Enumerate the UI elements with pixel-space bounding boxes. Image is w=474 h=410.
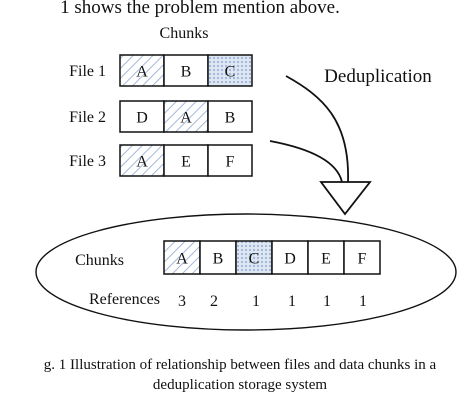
- chunks-heading: Chunks: [160, 25, 209, 42]
- caption-line-2: deduplication storage system: [153, 377, 327, 393]
- store-chunk-label: F: [358, 251, 367, 268]
- store-chunk-label: D: [284, 251, 296, 268]
- store-cell: [235, 240, 273, 275]
- store-chunk-label: E: [321, 251, 331, 268]
- file-3-chunk-label: F: [226, 154, 235, 171]
- file-2-chunk-label: A: [180, 110, 192, 127]
- caption-line-1: g. 1 Illustration of relationship betwee…: [44, 357, 437, 373]
- file-1-cell: [207, 54, 253, 87]
- file-label: File 2: [69, 109, 106, 126]
- store-chunk-label: A: [176, 251, 188, 268]
- file-3-cell: [207, 144, 253, 177]
- file-2-cell: [207, 100, 253, 133]
- file-2-chunk-label: B: [225, 110, 236, 127]
- file-label: File 1: [69, 63, 106, 80]
- file-3-chunk-label: A: [136, 154, 148, 171]
- file-2-cell: [163, 100, 209, 133]
- storage-ellipse: [35, 213, 457, 331]
- store-chunks-label: Chunks: [75, 252, 124, 269]
- reference-count: 2: [210, 293, 218, 310]
- file-1-chunk-label: A: [136, 64, 148, 81]
- store-chunk-label: C: [249, 251, 260, 268]
- file-1-chunk-label: B: [181, 64, 192, 81]
- file-1-cell: [163, 54, 209, 87]
- references-label: References: [89, 291, 160, 308]
- store-cell: [199, 240, 237, 275]
- store-chunk-row: A B C D E F: [163, 240, 381, 275]
- file-rows: File 1 A B C File 2 D A B File 3 A E F: [69, 54, 253, 177]
- arrow-head: [319, 181, 372, 216]
- reference-count: 1: [359, 293, 367, 310]
- reference-counts: 3 2 1 1 1 1: [178, 293, 367, 310]
- file-1-cell: [119, 54, 165, 87]
- arrow-curve-upper: [285, 75, 349, 183]
- reference-count: 1: [288, 293, 296, 310]
- file-3-cell: [119, 144, 165, 177]
- store-cell: [343, 240, 381, 275]
- deduplication-label: Deduplication: [324, 66, 432, 87]
- arrow-curve-lower: [269, 140, 343, 183]
- store-chunk-label: B: [213, 251, 224, 268]
- store-cell: [271, 240, 309, 275]
- reference-count: 1: [252, 293, 260, 310]
- file-label: File 3: [69, 153, 106, 170]
- file-3-chunk-label: E: [181, 154, 191, 171]
- file-3-cell: [163, 144, 209, 177]
- file-2-chunk-label: D: [136, 110, 148, 127]
- store-cell: [163, 240, 201, 275]
- file-1-chunk-label: C: [225, 64, 236, 81]
- reference-count: 3: [178, 293, 186, 310]
- reference-count: 1: [323, 293, 331, 310]
- header-text: 1 shows the problem mention above.: [60, 0, 340, 18]
